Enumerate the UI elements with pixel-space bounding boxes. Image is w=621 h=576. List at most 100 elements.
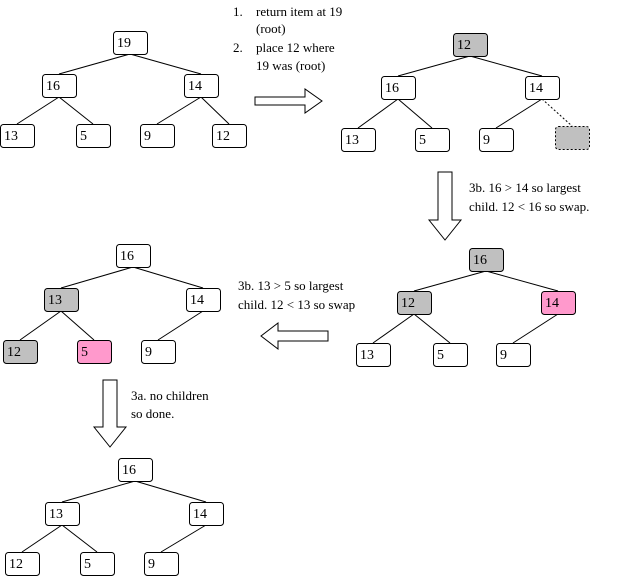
step2-text-cont: 19 was (root) bbox=[256, 58, 325, 73]
heap-node: 16 bbox=[116, 244, 151, 268]
tree-edge bbox=[495, 98, 543, 129]
tree-edge bbox=[541, 98, 573, 127]
heap-node: 9 bbox=[140, 124, 175, 148]
heap-node-value: 9 bbox=[500, 348, 507, 363]
heap-node-value: 13 bbox=[345, 133, 359, 148]
heap-node: 13 bbox=[45, 502, 80, 526]
heap-tree1: 19 16 14 13 5 9 12 bbox=[0, 31, 247, 148]
heap-node: 13 bbox=[0, 124, 35, 148]
heap-node-value: 19 bbox=[117, 36, 131, 51]
heap-node: 12 bbox=[453, 33, 488, 57]
heap-node-value: 14 bbox=[188, 79, 202, 94]
heap-node-box bbox=[140, 124, 175, 148]
heap-node: 5 bbox=[76, 124, 111, 148]
heap-node-box bbox=[525, 76, 560, 100]
heap-node-value: 13 bbox=[360, 348, 374, 363]
heap-node-box bbox=[381, 76, 416, 100]
heap-node: 13 bbox=[44, 288, 79, 312]
heap-node-box bbox=[186, 288, 221, 312]
step3b-mid-note-cont: child. 12 < 13 so swap bbox=[238, 297, 355, 312]
heap-node-box bbox=[555, 126, 590, 150]
tree-edge bbox=[397, 98, 433, 129]
heap-node: 14 bbox=[186, 288, 221, 312]
tree-edge bbox=[397, 55, 471, 77]
heap-node-box bbox=[141, 340, 176, 364]
heap-node-value: 5 bbox=[419, 133, 426, 148]
arrow-right-icon bbox=[254, 88, 323, 114]
heap-node: 13 bbox=[341, 128, 376, 152]
heap-node-box bbox=[212, 124, 247, 148]
heap-node-value: 13 bbox=[4, 129, 18, 144]
step1-text: return item at 19 bbox=[256, 4, 342, 19]
tree-edge bbox=[134, 480, 207, 503]
heap-node: 14 bbox=[189, 502, 224, 526]
tree-edge bbox=[413, 270, 487, 292]
heap-node-value: 14 bbox=[545, 296, 559, 311]
tree-edge bbox=[160, 524, 207, 553]
heap-node-box bbox=[453, 33, 488, 57]
heap-node-value: 13 bbox=[48, 293, 62, 308]
tree-edge bbox=[132, 266, 204, 289]
heap-node: 5 bbox=[77, 340, 112, 364]
arrow-down-icon bbox=[92, 379, 128, 448]
heap-node-value: 5 bbox=[80, 129, 87, 144]
heap-node-value: 12 bbox=[7, 345, 21, 360]
step1-number: 1. bbox=[233, 4, 243, 19]
heap-tree5: 16 13 14 12 5 9 bbox=[5, 458, 224, 576]
heap-node: 14 bbox=[184, 74, 219, 98]
heap-node-value: 16 bbox=[46, 79, 60, 94]
heap-node-value: 5 bbox=[84, 557, 91, 572]
step3b-mid-note: 3b. 13 > 5 so largest bbox=[238, 278, 344, 293]
heap-node: 12 bbox=[397, 291, 432, 315]
tree-edge bbox=[60, 266, 134, 289]
heap-node-box bbox=[77, 340, 112, 364]
heap-node: 16 bbox=[469, 248, 504, 272]
heap-node-box bbox=[42, 74, 77, 98]
heap-node-box bbox=[469, 248, 504, 272]
heap-node: 5 bbox=[415, 128, 450, 152]
heap-node-box bbox=[116, 244, 151, 268]
heap-node-box bbox=[496, 343, 531, 367]
tree-edge bbox=[16, 96, 60, 125]
tree-edge bbox=[19, 310, 62, 341]
heap-node-box bbox=[189, 502, 224, 526]
arrow-down-icon bbox=[427, 171, 463, 241]
heap-node-box bbox=[341, 128, 376, 152]
heap-node-value: 12 bbox=[457, 38, 471, 53]
heap-node-box bbox=[479, 128, 514, 152]
heap-node: 14 bbox=[525, 76, 560, 100]
heap-node-box bbox=[433, 343, 468, 367]
heap-node-box bbox=[3, 340, 38, 364]
tree-edge bbox=[156, 96, 202, 125]
tree-edge bbox=[61, 480, 136, 503]
heap-node-value: 12 bbox=[401, 296, 415, 311]
heap-node: 12 bbox=[5, 552, 40, 576]
tree-edge bbox=[21, 524, 63, 553]
heap-node: 12 bbox=[212, 124, 247, 148]
heap-node-value: 12 bbox=[216, 129, 230, 144]
tree-edge bbox=[58, 53, 131, 75]
heap-node-value: 14 bbox=[193, 507, 207, 522]
step2-number: 2. bbox=[233, 40, 243, 55]
heap-node-box bbox=[0, 124, 35, 148]
step3b-right-note-cont: child. 12 < 16 so swap. bbox=[469, 199, 589, 214]
heap-node: 19 bbox=[113, 31, 148, 55]
tree-edge bbox=[157, 310, 204, 341]
heap-node-value: 16 bbox=[122, 463, 136, 478]
tree-edge bbox=[469, 55, 543, 77]
step3a-note-cont: so done. bbox=[131, 406, 174, 421]
tree-edge bbox=[512, 313, 559, 344]
heap-node: 9 bbox=[479, 128, 514, 152]
heap-node: 9 bbox=[496, 343, 531, 367]
tree-edge bbox=[485, 270, 559, 292]
tree-edge bbox=[372, 313, 415, 344]
heap-node: 14 bbox=[541, 291, 576, 315]
heap-node: 12 bbox=[3, 340, 38, 364]
heap-node: 9 bbox=[144, 552, 179, 576]
tree-edge bbox=[61, 524, 98, 553]
heap-node-value: 14 bbox=[190, 293, 204, 308]
